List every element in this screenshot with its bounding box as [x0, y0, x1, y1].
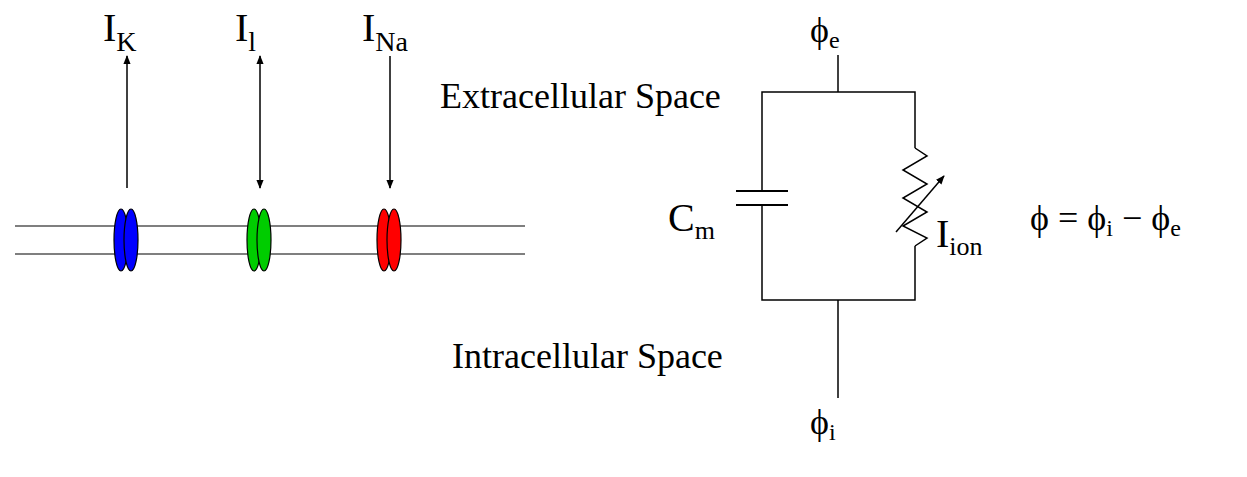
current-arrow — [389, 56, 391, 188]
current-symbol: I — [362, 8, 375, 48]
current-arrow — [126, 56, 128, 188]
potassium-channel — [114, 209, 138, 271]
capacitance-subscript: m — [695, 218, 715, 244]
potential-subscript: i — [829, 420, 836, 444]
potential-symbol: ϕ — [810, 12, 829, 48]
sodium-channel — [377, 209, 401, 271]
potential-symbol: ϕ — [810, 404, 829, 440]
region-label: Extracellular Space — [440, 78, 721, 114]
resistor-symbol — [903, 148, 927, 246]
capacitance-symbol: C — [668, 198, 695, 238]
equation-subscript: i — [1106, 216, 1113, 240]
equation-subscript: e — [1170, 216, 1181, 240]
region-label: Intracellular Space — [452, 338, 723, 374]
potential-subscript: e — [829, 28, 840, 52]
current-subscript: K — [116, 28, 136, 56]
equation-part: ϕ = ϕ — [1030, 200, 1106, 236]
current-symbol: I — [103, 8, 116, 48]
current-symbol: I — [936, 214, 949, 254]
equation-part: − ϕ — [1113, 200, 1170, 236]
current-symbol: I — [235, 8, 248, 48]
current-arrow — [259, 56, 261, 188]
circuit-wires — [762, 55, 915, 398]
current-subscript: l — [248, 28, 256, 56]
leak-channel — [247, 209, 271, 271]
current-subscript: Na — [375, 28, 408, 56]
capacitor-symbol — [736, 191, 788, 205]
current-subscript: ion — [949, 234, 982, 260]
